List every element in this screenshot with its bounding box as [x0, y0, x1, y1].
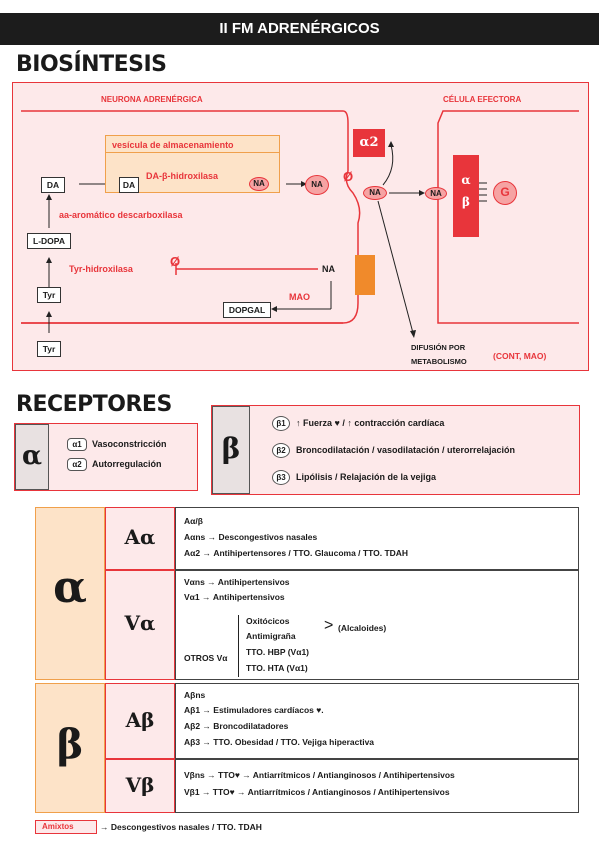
otros-2: Antimigraña — [246, 631, 296, 641]
a-alpha-line-1: Aα/β — [184, 516, 203, 526]
alcaloides-label: (Alcaloides) — [338, 623, 387, 633]
mixtos-text: → Descongestivos nasales / TTO. TDAH — [100, 822, 262, 832]
v-alpha-line-1: Vαns → Antihipertensivos — [184, 577, 290, 587]
table-beta-cell: β — [35, 683, 105, 813]
a-beta-line-2: Aβ1 → Estimuladores cardíacos ♥. — [184, 705, 324, 715]
alpha2-receptor: α2 — [353, 129, 385, 157]
table-a-alpha-label-cell: Aα — [105, 507, 175, 570]
alpha2-sub: α2 — [67, 458, 87, 471]
null-symbol-tyr: Ø — [170, 254, 181, 269]
mao-label: MAO — [289, 292, 310, 302]
diagram-lines — [21, 110, 579, 338]
table-a-beta-content: Aβns Aβ1 → Estimuladores cardíacos ♥. Aβ… — [175, 683, 579, 759]
effector-alpha: α — [461, 173, 471, 187]
table-v-alpha-label-cell: Vα — [105, 570, 175, 680]
otros-4: TTO. HTA (Vα1) — [246, 663, 308, 673]
effector-beta: β — [462, 195, 470, 209]
table-beta-symbol: β — [56, 721, 84, 768]
v-beta-line-2: Vβ1 → TTO♥ → Antiarrítmicos / Antiangino… — [184, 787, 450, 797]
difusion-label: DIFUSIÓN POR METABOLISMO — [411, 343, 467, 366]
aa-descarboxilasa-label: aa-aromático descarboxilasa — [59, 210, 183, 220]
table-alpha-symbol: α — [53, 562, 87, 613]
alcaloides-brace: > — [324, 617, 334, 634]
cont-mao-label: (CONT, MAO) — [493, 351, 547, 361]
alpha-symbol: α — [15, 424, 49, 490]
v-alpha-line-2: Vα1 → Antihipertensivos — [184, 592, 285, 602]
neurona-label: NEURONA ADRENÉRGICA — [101, 95, 203, 104]
a-alpha-line-2: Aαns → Descongestivos nasales — [184, 532, 318, 542]
g-protein: G — [493, 181, 517, 205]
beta1-text: ↑ Fuerza ♥ / ↑ contracción cardíaca — [296, 418, 445, 428]
effector-receptor: α β — [453, 155, 479, 237]
vesicula-label: vesícula de almacenamiento — [112, 140, 234, 150]
v-beta-line-1: Vβns → TTO♥ → Antiarrítmicos / Antiangin… — [184, 770, 455, 780]
alpha1-sub: α1 — [67, 438, 87, 451]
transporter — [355, 255, 375, 295]
header-title: II FM ADRENÉRGICOS — [0, 13, 599, 45]
beta2-text: Broncodilatación / vasodilatación / uter… — [296, 445, 516, 455]
beta3-text: Lipólisis / Relajación de la vejiga — [296, 472, 437, 482]
da-box: DA — [41, 177, 65, 193]
tyr-box-outer: Tyr — [37, 341, 61, 357]
da-box-vesicula: DA — [119, 177, 139, 193]
table-a-beta-label: Aβ — [125, 708, 155, 732]
a-beta-line-1: Aβns — [184, 690, 206, 700]
alpha1-text: Vasoconstricción — [92, 439, 167, 449]
na-circle: NA — [305, 175, 329, 195]
na-effector: NA — [425, 187, 447, 200]
receptores-title: RECEPTORES — [16, 392, 172, 417]
otros-1: Oxitócicos — [246, 616, 290, 626]
biosintesis-title: BIOSÍNTESIS — [16, 52, 167, 77]
table-v-beta-content: Vβns → TTO♥ → Antiarrítmicos / Antiangin… — [175, 759, 579, 813]
biosintesis-diagram: NEURONA ADRENÉRGICA CÉLULA EFECTORA vesí… — [12, 82, 589, 371]
table-v-beta-label-cell: Vβ — [105, 759, 175, 813]
na-cytoplasm: NA — [322, 264, 335, 274]
otros-3: TTO. HBP (Vα1) — [246, 647, 310, 657]
a-alpha-line-3: Aα2 → Antihipertensores / TTO. Glaucoma … — [184, 548, 409, 558]
celula-label: CÉLULA EFECTORA — [443, 95, 522, 104]
vesicula-divider — [106, 152, 279, 153]
a-beta-line-3: Aβ2 → Broncodilatadores — [184, 721, 289, 731]
beta-symbol: β — [212, 406, 250, 494]
beta2-sub: β2 — [272, 443, 290, 458]
tyr-hidroxilasa-label: Tyr-hidroxilasa — [69, 264, 133, 274]
table-v-beta-label: Vβ — [125, 773, 155, 797]
alpha-receptor-box: α α1 Vasoconstricción α2 Autorregulación — [14, 423, 198, 491]
na-vesicula: NA — [249, 177, 269, 191]
null-symbol-na: Ø — [343, 169, 354, 184]
table-alpha-cell: α — [35, 507, 105, 680]
tyr-box-inner: Tyr — [37, 287, 61, 303]
a-beta-line-4: Aβ3 → TTO. Obesidad / TTO. Vejiga hipera… — [184, 737, 375, 747]
beta3-sub: β3 — [272, 470, 290, 485]
otros-label: OTROS Vα — [184, 653, 228, 663]
table-a-alpha-label: Aα — [124, 525, 156, 549]
table-a-alpha-content: Aα/β Aαns → Descongestivos nasales Aα2 →… — [175, 507, 579, 570]
mixtos-label: Amixtos — [42, 822, 74, 831]
table-v-alpha-content: Vαns → Antihipertensivos Vα1 → Antihiper… — [175, 570, 579, 680]
da-beta-label: DA-β-hidroxilasa — [146, 171, 219, 181]
ldopa-box: L-DOPA — [27, 233, 71, 249]
otros-bracket — [238, 615, 239, 677]
na-synapse: NA — [363, 186, 387, 200]
dopgal-box: DOPGAL — [223, 302, 271, 318]
mixtos-box: Amixtos — [35, 820, 97, 834]
table-v-alpha-label: Vα — [124, 611, 156, 635]
alpha2-text: Autorregulación — [92, 459, 162, 469]
beta1-sub: β1 — [272, 416, 290, 431]
table-a-beta-label-cell: Aβ — [105, 683, 175, 759]
beta-receptor-box: β β1 ↑ Fuerza ♥ / ↑ contracción cardíaca… — [211, 405, 580, 495]
